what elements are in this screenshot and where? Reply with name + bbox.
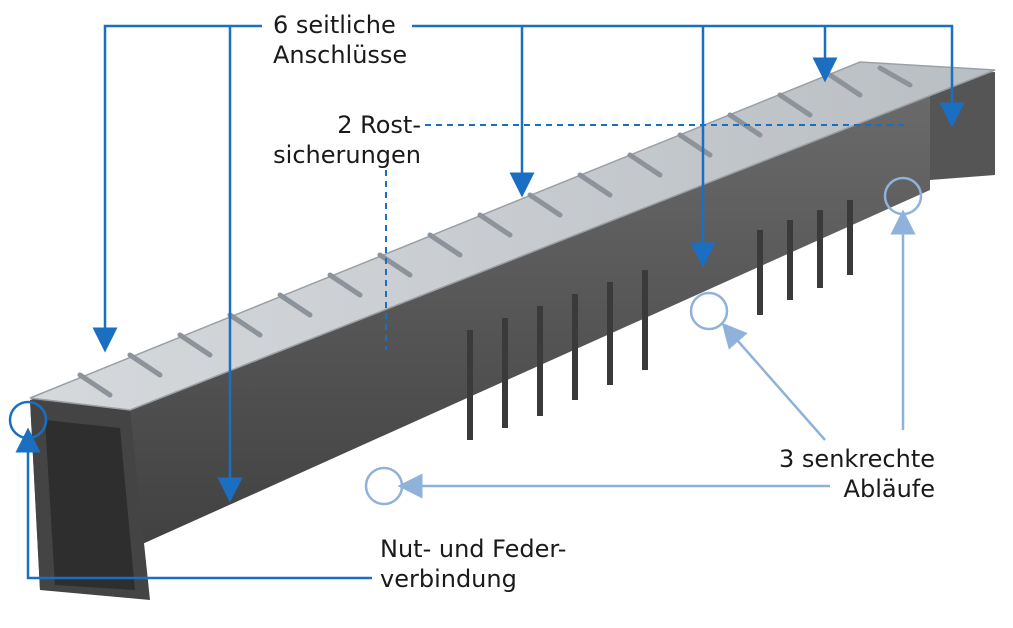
drainage-channel-illustration bbox=[29, 61, 996, 600]
tongue-groove-line1: Nut- und Feder- bbox=[380, 535, 567, 563]
grate-locks-line2: sicherungen bbox=[273, 141, 421, 169]
tongue-groove-label: Nut- und Feder- verbindung bbox=[380, 534, 566, 594]
tongue-groove-callout bbox=[8, 400, 372, 580]
grate-locks-line1: 2 Rost- bbox=[337, 111, 421, 139]
grate-locks-callout bbox=[385, 124, 905, 350]
channel-side-face bbox=[30, 95, 930, 590]
outlet-marker-1 bbox=[364, 466, 404, 506]
grate-locks-label: 2 Rost- sicherungen bbox=[273, 110, 421, 170]
side-connections-label: 6 seitliche Anschlüsse bbox=[273, 10, 407, 70]
grate-surface bbox=[29, 61, 996, 411]
vertical-outlets-label: 3 senkrechte Abläufe bbox=[779, 444, 935, 504]
outlets-callout bbox=[364, 176, 923, 506]
outlet-marker-2 bbox=[689, 291, 729, 331]
channel-ribs bbox=[467, 200, 853, 440]
side-connections-callout bbox=[92, 24, 965, 503]
grate-slots bbox=[77, 65, 913, 398]
tongue-groove-line2: verbindung bbox=[380, 565, 517, 593]
vertical-outlets-line2: Abläufe bbox=[843, 475, 935, 503]
side-connections-line2: Anschlüsse bbox=[273, 41, 408, 69]
side-connections-line1: 6 seitliche bbox=[273, 11, 396, 39]
vertical-outlets-line1: 3 senkrechte bbox=[779, 445, 935, 473]
channel-front-opening bbox=[45, 420, 135, 590]
